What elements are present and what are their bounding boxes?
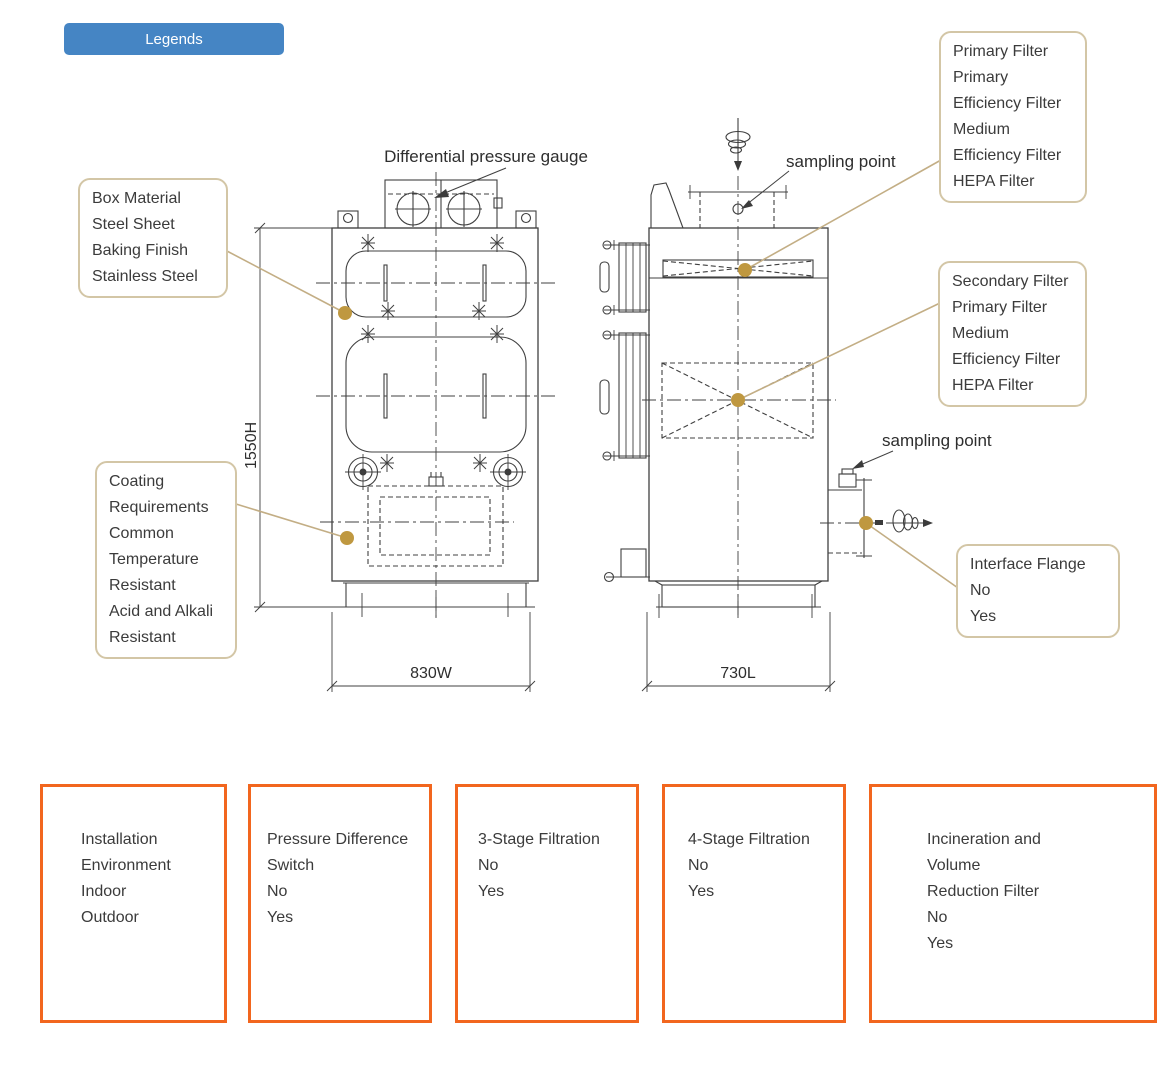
marker-dot — [340, 531, 354, 545]
option-box-pressure-difference-switch: Pressure Difference Switch No Yes — [248, 784, 432, 1023]
label-sampling-point-side: sampling point — [882, 431, 992, 450]
option-box-incineration-filter: Incineration and Volume Reduction Filter… — [869, 784, 1157, 1023]
label-differential-pressure-gauge: Differential pressure gauge — [384, 147, 588, 166]
callout-line: Temperature — [109, 551, 199, 568]
callout-primary-filter: Primary Filter Primary Efficiency Filter… — [939, 31, 1087, 203]
option-line: No — [688, 857, 709, 874]
callout-line: Resistant — [109, 577, 176, 594]
callout-line: Steel Sheet — [92, 216, 175, 233]
callout-line: No — [970, 582, 991, 599]
callout-line: HEPA Filter — [953, 173, 1035, 190]
label-sampling-point-top: sampling point — [786, 152, 896, 171]
callout-line: Primary Filter — [953, 43, 1049, 60]
option-line: No — [927, 909, 948, 926]
callout-line: Coating — [109, 473, 165, 490]
marker-dot — [859, 516, 873, 530]
option-box-3-stage-filtration: 3-Stage Filtration No Yes — [455, 784, 639, 1023]
option-line: Pressure Difference — [267, 831, 409, 848]
dimension-length-label: 730L — [720, 665, 756, 682]
callout-interface-flange: Interface Flange No Yes — [956, 544, 1120, 638]
option-line: Outdoor — [81, 909, 139, 926]
option-line: 3-Stage Filtration — [478, 831, 600, 848]
callout-line: Stainless Steel — [92, 268, 198, 285]
option-line: Volume — [927, 857, 981, 874]
callout-line: Common — [109, 525, 174, 542]
front-view-drawing — [254, 167, 556, 692]
dimension-height-label: 1550H — [243, 422, 260, 469]
callout-secondary-filter: Secondary Filter Primary Filter Medium E… — [938, 261, 1087, 407]
legends-button[interactable]: Legends — [64, 23, 284, 55]
option-line: Indoor — [81, 883, 127, 900]
side-view-drawing — [599, 118, 933, 692]
option-line: Environment — [81, 857, 171, 874]
leader-lines — [224, 159, 959, 589]
option-line: Yes — [688, 883, 715, 900]
callout-line: Box Material — [92, 190, 181, 207]
callout-line: Primary Filter — [952, 299, 1048, 316]
callout-box-material: Box Material Steel Sheet Baking Finish S… — [78, 178, 228, 298]
callout-coating-requirements: Coating Requirements Common Temperature … — [95, 461, 237, 659]
callout-line: Baking Finish — [92, 242, 189, 259]
callout-line: Interface Flange — [970, 556, 1086, 573]
callout-line: Efficiency Filter — [952, 351, 1061, 368]
callout-line: Yes — [970, 608, 997, 625]
marker-dot — [338, 306, 352, 320]
callout-line: HEPA Filter — [952, 377, 1034, 394]
callout-line: Efficiency Filter — [953, 147, 1062, 164]
option-line: Yes — [927, 935, 954, 952]
callout-line: Acid and Alkali — [109, 603, 214, 620]
callout-line: Primary — [953, 69, 1009, 86]
option-line: Yes — [267, 909, 294, 926]
callout-line: Medium — [953, 121, 1010, 138]
marker-dot — [738, 263, 752, 277]
option-box-installation-environment: Installation Environment Indoor Outdoor — [40, 784, 227, 1023]
option-line: Reduction Filter — [927, 883, 1040, 900]
marker-dots — [338, 263, 873, 545]
callout-line: Medium — [952, 325, 1009, 342]
option-line: Incineration and — [927, 831, 1041, 848]
callout-line: Secondary Filter — [952, 273, 1069, 290]
option-line: Installation — [81, 831, 158, 848]
marker-dot — [731, 393, 745, 407]
option-line: No — [267, 883, 288, 900]
option-line: Yes — [478, 883, 505, 900]
dimension-width-label: 830W — [410, 665, 453, 682]
callout-line: Efficiency Filter — [953, 95, 1062, 112]
option-line: Switch — [267, 857, 315, 874]
callout-line: Resistant — [109, 629, 176, 646]
option-box-4-stage-filtration: 4-Stage Filtration No Yes — [662, 784, 846, 1023]
option-line: No — [478, 857, 499, 874]
callout-line: Requirements — [109, 499, 209, 516]
option-line: 4-Stage Filtration — [688, 831, 810, 848]
